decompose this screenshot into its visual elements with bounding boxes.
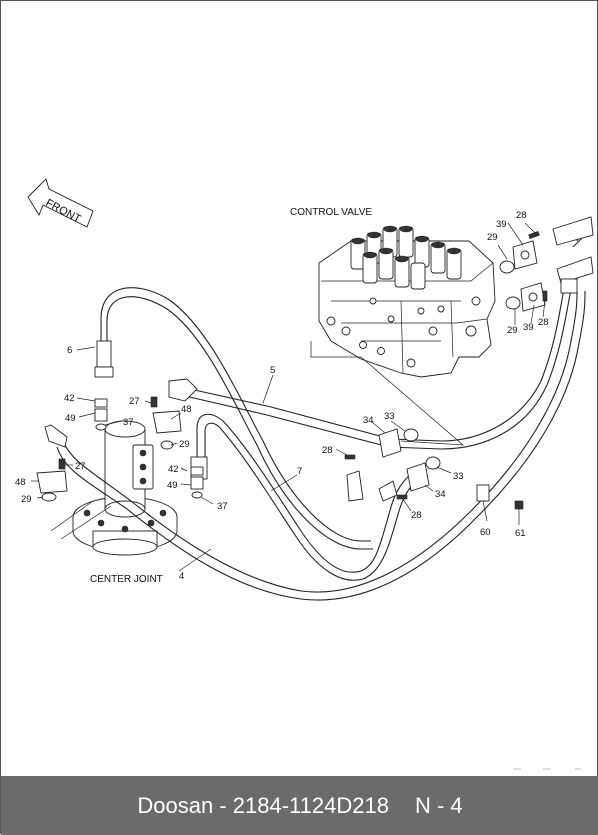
callout-33-top: 33 [384, 411, 395, 422]
callout-5: 5 [270, 365, 275, 376]
callout-34-top: 34 [363, 415, 374, 426]
callout-29-mid: 29 [179, 439, 190, 450]
callout-29-bottom: 29 [507, 325, 518, 336]
callout-42-mid: 42 [168, 464, 179, 475]
footer-separator: - [219, 792, 227, 818]
callout-42-left: 42 [64, 393, 75, 404]
callout-leaders [31, 222, 546, 572]
callout-33-bottom: 33 [453, 471, 464, 482]
callout-29-top: 29 [487, 232, 498, 243]
callout-28-bottom: 28 [411, 510, 422, 521]
callout-48-mid: 48 [181, 404, 192, 415]
callout-49-left: 49 [65, 413, 76, 424]
callout-6: 6 [67, 345, 72, 356]
hydraulic-hose-diagram: FRONT [15, 178, 594, 770]
callout-34-bottom: 34 [435, 489, 446, 500]
callout-29-left: 29 [21, 494, 32, 505]
callout-28-mid: 28 [322, 445, 333, 456]
callout-37-left: 37 [123, 417, 134, 428]
callout-27-left: 27 [75, 461, 86, 472]
callout-37-mid: 37 [217, 501, 228, 512]
callout-7: 7 [297, 466, 302, 477]
callout-49-mid: 49 [167, 480, 178, 491]
callout-27-mid: 27 [129, 396, 140, 407]
callout-4: 4 [179, 571, 184, 582]
callout-28-top: 28 [516, 210, 527, 221]
center-joint [72, 420, 178, 556]
control-valve-label: CONTROL VALVE [290, 207, 372, 218]
footer-brand: Doosan [137, 792, 214, 818]
callout-28-right: 28 [538, 317, 549, 328]
callout-61: 61 [515, 528, 526, 539]
callout-60: 60 [480, 527, 491, 538]
control-valve [318, 225, 496, 378]
callout-48-left: 48 [15, 477, 26, 488]
footer-part-number: 2184-1124D218 [232, 792, 389, 818]
center-joint-label: CENTER JOINT [90, 574, 163, 585]
footer-bar: Doosan - 2184-1124D218 N - 4 [1, 776, 598, 835]
footer-page: N - 4 [414, 792, 463, 818]
callout-39-top: 39 [496, 219, 507, 230]
front-arrow: FRONT [27, 178, 94, 228]
callout-39-bottom: 39 [523, 322, 534, 333]
